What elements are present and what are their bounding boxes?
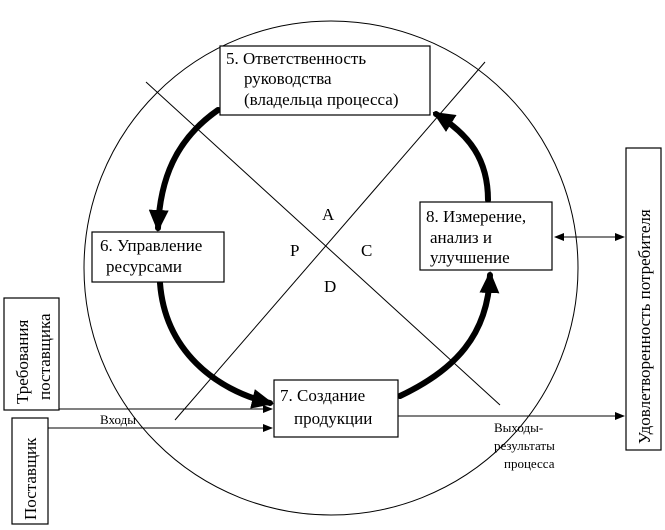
cycle-arrow-measurement-to-management: [432, 111, 491, 203]
measurement-box-line-2: анализ и: [430, 228, 492, 247]
management-box-line-3: (владельца процесса): [244, 90, 399, 109]
management-box-line-1: 5. Ответственность: [226, 49, 366, 68]
diagonal-line-1: [145, 81, 501, 406]
management-responsibility-box: 5. Ответственность руководства (владельц…: [219, 45, 431, 116]
outputs-label-line-2: результаты: [494, 438, 555, 453]
measurement-box-line-1: 8. Измерение,: [426, 207, 526, 226]
outputs-label-line-1: Выходы-: [494, 420, 543, 435]
outputs-label-line-3: процесса: [504, 456, 555, 471]
cycle-arrow-resources-to-production: [157, 280, 274, 409]
production-box-line-2: продукции: [294, 409, 372, 428]
supplier-requirements-line-2: поставщика: [35, 313, 54, 400]
management-box-line-2: руководства: [244, 69, 332, 88]
cycle-arrow-management-to-resources: [148, 107, 221, 232]
production-box-line-1: 7. Создание: [280, 386, 365, 405]
resource-management-box: 6. Управление ресурсами: [91, 231, 225, 283]
pdca-check-label: C: [361, 241, 372, 260]
resources-box-line-1: 6. Управление: [100, 236, 202, 255]
customer-satisfaction-box: Удовлетворенность потребителя: [625, 147, 662, 451]
resources-box-line-2: ресурсами: [106, 257, 182, 276]
inputs-label: Входы: [100, 412, 136, 427]
measurement-box-line-3: улучшение: [430, 248, 510, 267]
supplier-requirements-line-1: Требования: [13, 320, 32, 404]
supplier-label: Поставщик: [21, 437, 40, 520]
process-circle: [83, 20, 579, 516]
pdca-plan-label: P: [290, 241, 299, 260]
customer-satisfaction-label: Удовлетворенность потребителя: [635, 209, 654, 444]
measurement-analysis-box: 8. Измерение, анализ и улучшение: [419, 201, 553, 271]
product-realization-box: 7. Создание продукции: [273, 379, 399, 438]
supplier-requirements-box: Требования поставщика: [3, 297, 60, 411]
cycle-arrow-production-to-measurement: [397, 271, 500, 399]
pdca-do-label: D: [324, 277, 336, 296]
pdca-act-label: A: [322, 205, 335, 224]
supplier-box: Поставщик: [11, 417, 49, 525]
